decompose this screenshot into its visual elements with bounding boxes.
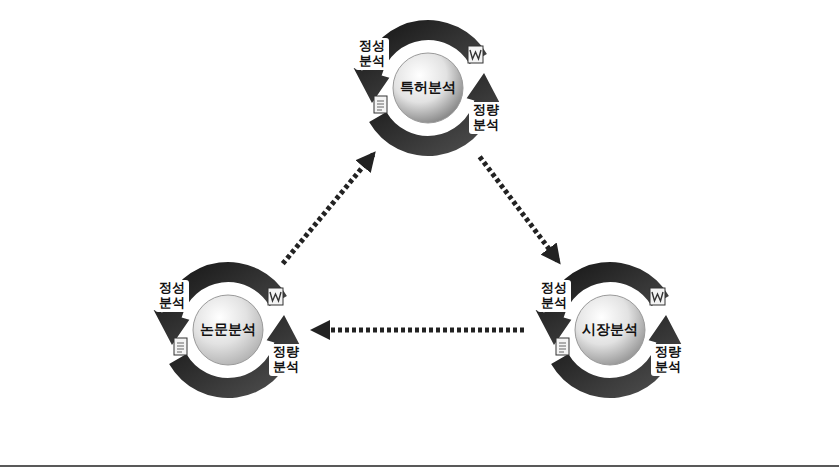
sphere <box>393 53 463 123</box>
sphere <box>193 295 263 365</box>
sphere-title: 특허분석 <box>400 80 456 95</box>
analysis-type-label: 정성 분석 <box>537 280 571 312</box>
analysis-cycle: 특허분석 <box>348 8 508 168</box>
analysis-cycle: 시장분석 <box>530 250 690 410</box>
document-icon <box>174 338 187 355</box>
analysis-type-label: 정량 분석 <box>651 344 685 376</box>
word-icon <box>650 288 665 305</box>
analysis-type-label: 정량 분석 <box>469 102 503 134</box>
dotted-arrow <box>283 154 373 263</box>
analysis-cycle: 논문분석 <box>148 250 308 410</box>
word-icon <box>268 288 283 305</box>
analysis-type-label: 정성 분석 <box>355 38 389 70</box>
sphere-title: 논문분석 <box>200 322 256 337</box>
dotted-arrow <box>314 328 524 333</box>
sphere-title: 시장분석 <box>582 322 638 337</box>
sphere <box>575 295 645 365</box>
document-icon <box>374 96 387 113</box>
word-icon <box>468 46 483 63</box>
document-icon <box>556 338 569 355</box>
rule-line <box>0 465 839 467</box>
analysis-type-label: 정성 분석 <box>155 280 189 312</box>
dotted-arrow <box>480 157 559 262</box>
analysis-type-label: 정량 분석 <box>269 344 303 376</box>
